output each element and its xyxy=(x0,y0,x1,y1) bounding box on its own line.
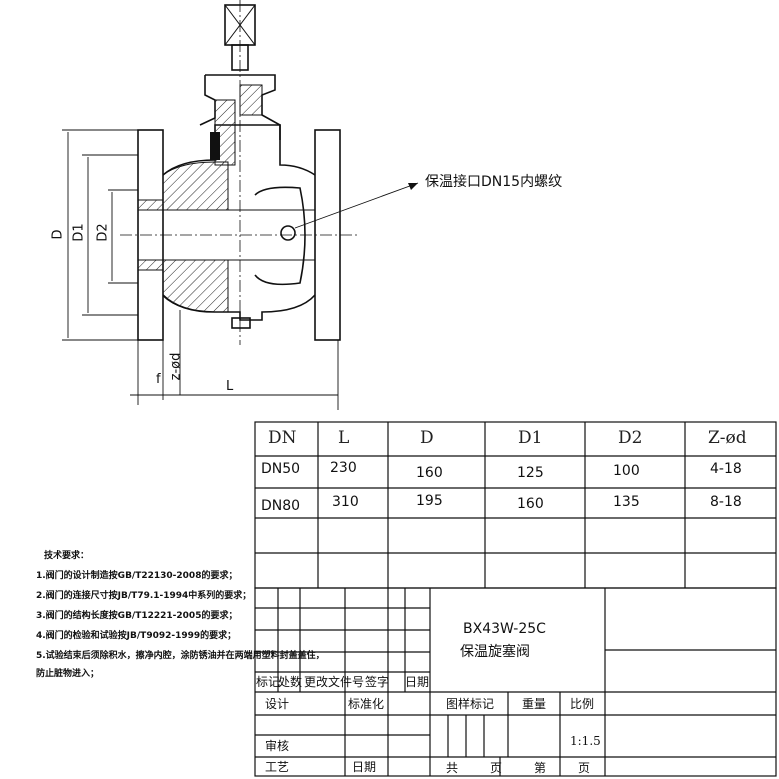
dim-D2: D2 xyxy=(95,223,111,242)
rev-header-docno: 更改文件号 xyxy=(304,675,365,689)
rev-header-mark: 标记 xyxy=(256,675,281,689)
tech-notes-title: 技术要求： xyxy=(44,551,90,561)
tech-note-4: 4.阀门的检验和试验按JB/T9092-1999的要求； xyxy=(36,631,237,641)
label-weight: 重量 xyxy=(522,697,547,711)
tech-note-6: 防止脏物进入； xyxy=(36,669,100,679)
label-scale: 比例 xyxy=(570,697,595,711)
callout-label: 保温接口DN15内螺纹 xyxy=(425,174,563,190)
dimension-lines xyxy=(62,129,419,410)
spec-row2-d: 195 xyxy=(416,493,443,509)
label-design: 设计 xyxy=(265,697,290,711)
callout-arrowhead xyxy=(408,183,418,190)
model-number: BX43W-25C xyxy=(463,621,546,637)
scale-value: 1:1.5 xyxy=(570,734,601,748)
spec-header-dn: DN xyxy=(268,428,297,448)
spec-row1-zd: 4-18 xyxy=(710,461,742,477)
label-process: 工艺 xyxy=(265,760,290,774)
tech-note-2: 2.阀门的连接尺寸按JB/T79.1-1994中系列的要求； xyxy=(36,591,252,601)
spec-row2-d1: 160 xyxy=(517,496,544,512)
dim-zd: z-ød xyxy=(168,352,184,381)
spec-header-zd: Z-ød xyxy=(708,428,747,448)
tech-note-3: 3.阀门的结构长度按GB/T12221-2005的要求； xyxy=(36,611,238,621)
rev-header-sign: 签字 xyxy=(365,675,390,689)
rev-header-count: 处数 xyxy=(278,675,303,689)
packing xyxy=(210,132,220,160)
rev-header-date: 日期 xyxy=(405,675,430,689)
dim-f: f xyxy=(156,372,161,387)
spec-row1-d2: 100 xyxy=(613,463,640,479)
spec-row2-d2: 135 xyxy=(613,494,640,510)
label-total: 共 xyxy=(446,761,459,775)
spec-header-d2: D2 xyxy=(618,428,643,448)
dim-D1: D1 xyxy=(71,223,87,242)
spec-row2-zd: 8-18 xyxy=(710,494,742,510)
spec-row1-d: 160 xyxy=(416,465,443,481)
label-standardize: 标准化 xyxy=(348,697,385,711)
spec-row1-d1: 125 xyxy=(517,465,544,481)
spec-row2-l: 310 xyxy=(332,494,359,510)
tech-note-1: 1.阀门的设计制造按GB/T22130-2008的要求； xyxy=(36,571,238,581)
heating-port xyxy=(280,225,296,241)
dim-L: L xyxy=(226,379,234,394)
hatch-sections xyxy=(137,84,263,313)
spec-row1-dn: DN50 xyxy=(261,461,301,477)
spec-header-d1: D1 xyxy=(518,428,543,448)
dim-D: D xyxy=(50,229,66,240)
spec-row2-dn: DN80 xyxy=(261,498,301,514)
label-drawing-mark: 图样标记 xyxy=(446,697,495,711)
label-sheet-unit: 页 xyxy=(490,761,503,775)
label-sheet-unit2: 页 xyxy=(578,761,591,775)
label-review: 审核 xyxy=(265,739,290,753)
centerlines xyxy=(120,0,360,345)
label-sheet-no: 第 xyxy=(534,761,547,775)
part-name: 保温旋塞阀 xyxy=(460,644,530,660)
spec-header-d: D xyxy=(420,428,434,448)
table-grid xyxy=(254,421,777,777)
tech-note-5: 5.试验结束后须除积水，擦净内腔，涂防锈油并在两端用塑料封盖盖住， xyxy=(36,651,325,661)
spec-row1-l: 230 xyxy=(330,460,357,476)
spec-header-l: L xyxy=(338,428,350,448)
label-date: 日期 xyxy=(352,760,377,774)
